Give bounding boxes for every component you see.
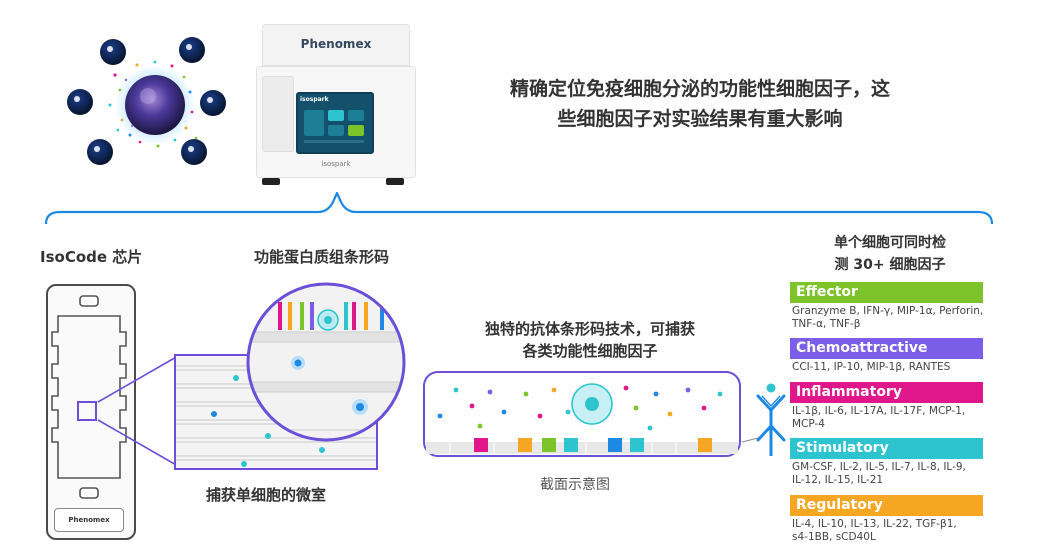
cross-section-barcodes xyxy=(474,438,712,452)
category-stimulatory-header: Stimulatory xyxy=(790,438,983,459)
chip-title: IsoCode 芯片 xyxy=(40,248,143,266)
chip-flow-channel xyxy=(51,295,127,499)
cytokine-list-line: TNF-α, TNF-β xyxy=(792,318,861,330)
barcode-magnifier xyxy=(246,282,406,442)
cytokine-list-line: GM-CSF, IL-2, IL-5, IL-7, IL-8, IL-9, xyxy=(792,461,966,473)
immune-cell-illustration xyxy=(67,37,226,165)
blue-bracket xyxy=(44,191,994,225)
target-cells xyxy=(67,37,226,165)
cytokine-list-line: CCI-11, IP-10, MIP-1β, RANTES xyxy=(792,361,951,373)
cytokine-list-line: IL-12, IL-15, IL-21 xyxy=(792,474,884,486)
antibody-description: 独特的抗体条形码技术，可捕获 各类功能性细胞因子 xyxy=(460,318,720,362)
secreted-cytokines xyxy=(437,385,723,431)
instrument-brand: Phenomex xyxy=(300,37,372,51)
antibody-line-1: 独特的抗体条形码技术，可捕获 xyxy=(484,320,695,338)
cytokine-list-line: IL-4, IL-10, IL-13, IL-22, TGF-β1, xyxy=(792,518,957,530)
detect-title: 单个细胞可同时检 测 30+ 细胞因子 xyxy=(790,232,990,276)
antibody-icon xyxy=(742,383,786,456)
headline-line-2: 些细胞因子对实验结果有重大影响 xyxy=(557,108,843,130)
instrument-foot-right xyxy=(386,178,404,185)
cross-section-label: 截面示意图 xyxy=(540,477,610,493)
category-stimulatory-items: GM-CSF, IL-2, IL-5, IL-7, IL-8, IL-9, IL… xyxy=(792,461,1002,487)
category-inflammatory-items: IL-1β, IL-6, IL-17A, IL-17F, MCP-1, MCP-… xyxy=(792,405,1002,431)
cytokine-list-line: s4-1BB, sCD40L xyxy=(792,531,876,543)
central-immune-cell xyxy=(125,75,185,135)
screen-ui-graphic xyxy=(304,110,364,143)
category-regulatory-items: IL-4, IL-10, IL-13, IL-22, TGF-β1, s4-1B… xyxy=(792,518,1002,544)
headline-line-1: 精确定位免疫细胞分泌的功能性细胞因子，这 xyxy=(509,78,890,100)
cytokine-list-line: MCP-4 xyxy=(792,418,825,430)
detect-title-line-2: 测 30+ 细胞因子 xyxy=(834,257,946,273)
instrument-model-label: isospark xyxy=(321,160,351,168)
category-regulatory-header: Regulatory xyxy=(790,495,983,516)
category-chemoattractive-header: Chemoattractive xyxy=(790,338,983,359)
category-effector-header: Effector xyxy=(790,282,983,303)
category-chemoattractive-items: CCI-11, IP-10, MIP-1β, RANTES xyxy=(792,361,1002,374)
barcode-label: 功能蛋白质组条形码 xyxy=(254,248,390,266)
cytokine-list-line: Granzyme B, IFN-γ, MIP-1α, Perforin, xyxy=(792,305,984,317)
instrument-foot-left xyxy=(262,178,280,185)
screen-title: isospark xyxy=(300,96,329,103)
antibody-line-2: 各类功能性细胞因子 xyxy=(522,342,658,360)
detect-title-line-1: 单个细胞可同时检 xyxy=(834,235,946,251)
cytokine-list-line: IL-1β, IL-6, IL-17A, IL-17F, MCP-1, xyxy=(792,405,966,417)
headline: 精确定位免疫细胞分泌的功能性细胞因子，这 些细胞因子对实验结果有重大影响 xyxy=(470,74,930,134)
category-effector-items: Granzyme B, IFN-γ, MIP-1α, Perforin, TNF… xyxy=(792,305,1002,331)
category-inflammatory-header: Inflammatory xyxy=(790,382,983,403)
instrument-screen xyxy=(296,92,374,154)
instrument-top xyxy=(262,24,410,66)
chip-logo: Phenomex xyxy=(54,508,124,532)
barcode-stripes xyxy=(278,302,384,330)
microchamber-label: 捕获单细胞的微室 xyxy=(206,486,327,504)
instrument-door xyxy=(262,76,294,152)
cross-section-diagram xyxy=(423,371,741,457)
zoom-connector xyxy=(97,355,179,467)
